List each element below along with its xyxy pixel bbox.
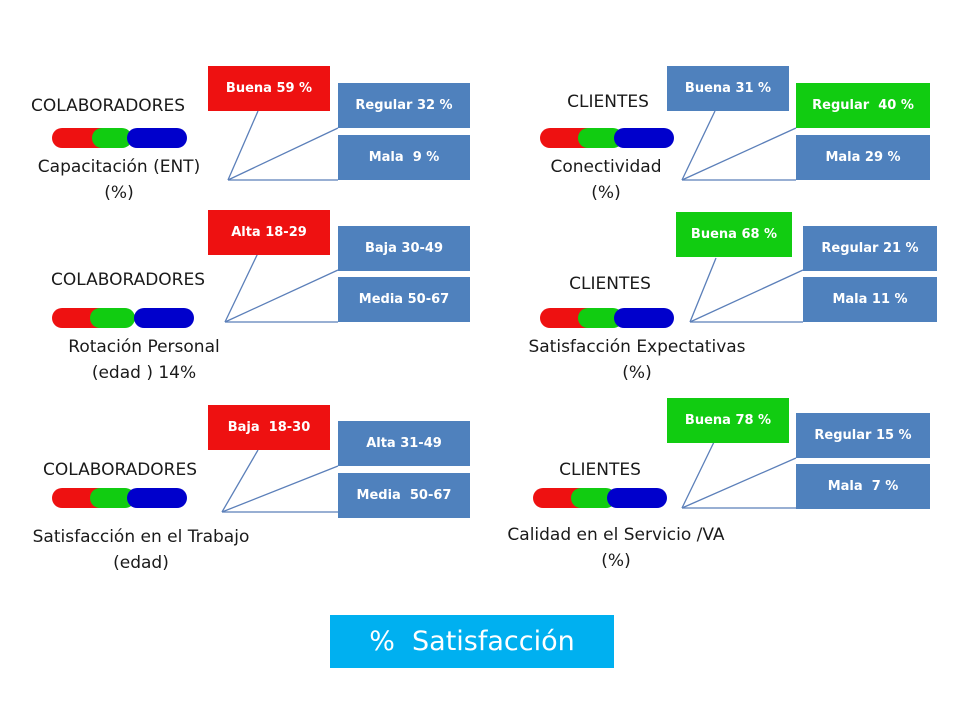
- callout-line: [681, 457, 797, 509]
- panel-description: Calidad en el Servicio /VA (%): [484, 522, 748, 574]
- description-line-2: (%): [591, 183, 621, 203]
- bar-blue-segment: [614, 308, 674, 328]
- callout-line: [681, 441, 715, 509]
- description-line-1: Rotación Personal: [68, 337, 220, 357]
- callout-line: [689, 269, 804, 323]
- rating-bar: [533, 488, 667, 508]
- description-line-1: Conectividad: [550, 157, 662, 177]
- callout-line: [681, 127, 797, 181]
- bar-blue-segment: [127, 128, 187, 148]
- callout-line: [681, 110, 716, 181]
- bar-green-segment: [92, 128, 132, 148]
- bar-blue-segment: [127, 488, 187, 508]
- callout-line: [689, 257, 717, 323]
- bar-green-segment: [578, 308, 623, 328]
- callout-box-alta: Alta 31-49: [338, 421, 470, 466]
- bar-blue-segment: [614, 128, 674, 148]
- callout-line: [221, 465, 339, 513]
- callout-box-mala: Mala 11 %: [803, 277, 937, 322]
- bar-blue-segment: [607, 488, 667, 508]
- callout-line: [227, 127, 339, 181]
- callout-box-regular: Regular 15 %: [796, 413, 930, 458]
- callout-line: [227, 110, 259, 181]
- panel-heading: COLABORADORES: [50, 270, 206, 290]
- callout-box-regular: Regular 21 %: [803, 226, 937, 271]
- bar-green-segment: [90, 308, 135, 328]
- description-line-1: Calidad en el Servicio /VA: [507, 525, 725, 545]
- bar-green-segment: [578, 128, 623, 148]
- panel-heading: CLIENTES: [569, 274, 651, 294]
- panel-heading: COLABORADORES: [30, 96, 186, 116]
- panel-description: Satisfacción Expectativas (%): [504, 334, 770, 386]
- description-line-2: (%): [601, 551, 631, 571]
- callout-box-media: Media 50-67: [338, 473, 470, 518]
- panel-description: Conectividad (%): [528, 154, 684, 206]
- description-line-2: (edad ) 14%: [91, 363, 197, 383]
- callout-line: [224, 269, 339, 323]
- rating-bar: [540, 128, 674, 148]
- callout-line: [221, 449, 259, 513]
- panel-heading: CLIENTES: [567, 92, 649, 112]
- description-line-1: Capacitación (ENT): [37, 157, 201, 177]
- bar-blue-segment: [134, 308, 194, 328]
- callout-box-regular: Regular 40 %: [796, 83, 930, 128]
- callout-box-buena: Buena 59 %: [208, 66, 330, 111]
- description-line-2: (%): [622, 363, 652, 383]
- panel-description: Capacitación (ENT) (%): [14, 154, 224, 206]
- panel-description: Satisfacción en el Trabajo (edad): [10, 524, 272, 576]
- callout-box-mala: Mala 9 %: [338, 135, 470, 180]
- callout-box-alta: Alta 18-29: [208, 210, 330, 255]
- callout-box-mala: Mala 7 %: [796, 464, 930, 509]
- bar-green-segment: [90, 488, 135, 508]
- description-line-2: (%): [104, 183, 134, 203]
- description-line-2: (edad): [113, 553, 169, 573]
- callout-box-buena: Buena 31 %: [667, 66, 789, 111]
- callout-box-mala: Mala 29 %: [796, 135, 930, 180]
- callout-box-buena: Buena 78 %: [667, 398, 789, 443]
- panel-heading: CLIENTES: [559, 460, 641, 480]
- rating-bar: [52, 488, 187, 508]
- rating-bar: [52, 308, 194, 328]
- callout-box-media: Media 50-67: [338, 277, 470, 322]
- callout-line: [224, 252, 259, 323]
- description-line-1: Satisfacción en el Trabajo: [32, 527, 250, 547]
- callout-box-baja: Baja 30-49: [338, 226, 470, 271]
- description-line-1: Satisfacción Expectativas: [528, 337, 746, 357]
- panel-description: Rotación Personal (edad ) 14%: [40, 334, 248, 386]
- bar-green-segment: [571, 488, 616, 508]
- callout-box-baja: Baja 18-30: [208, 405, 330, 450]
- callout-box-buena: Buena 68 %: [676, 212, 792, 257]
- satisfaccion-title-banner: % Satisfacción: [330, 615, 614, 668]
- panel-heading: COLABORADORES: [42, 460, 198, 480]
- rating-bar: [540, 308, 674, 328]
- callout-box-regular: Regular 32 %: [338, 83, 470, 128]
- rating-bar: [52, 128, 187, 148]
